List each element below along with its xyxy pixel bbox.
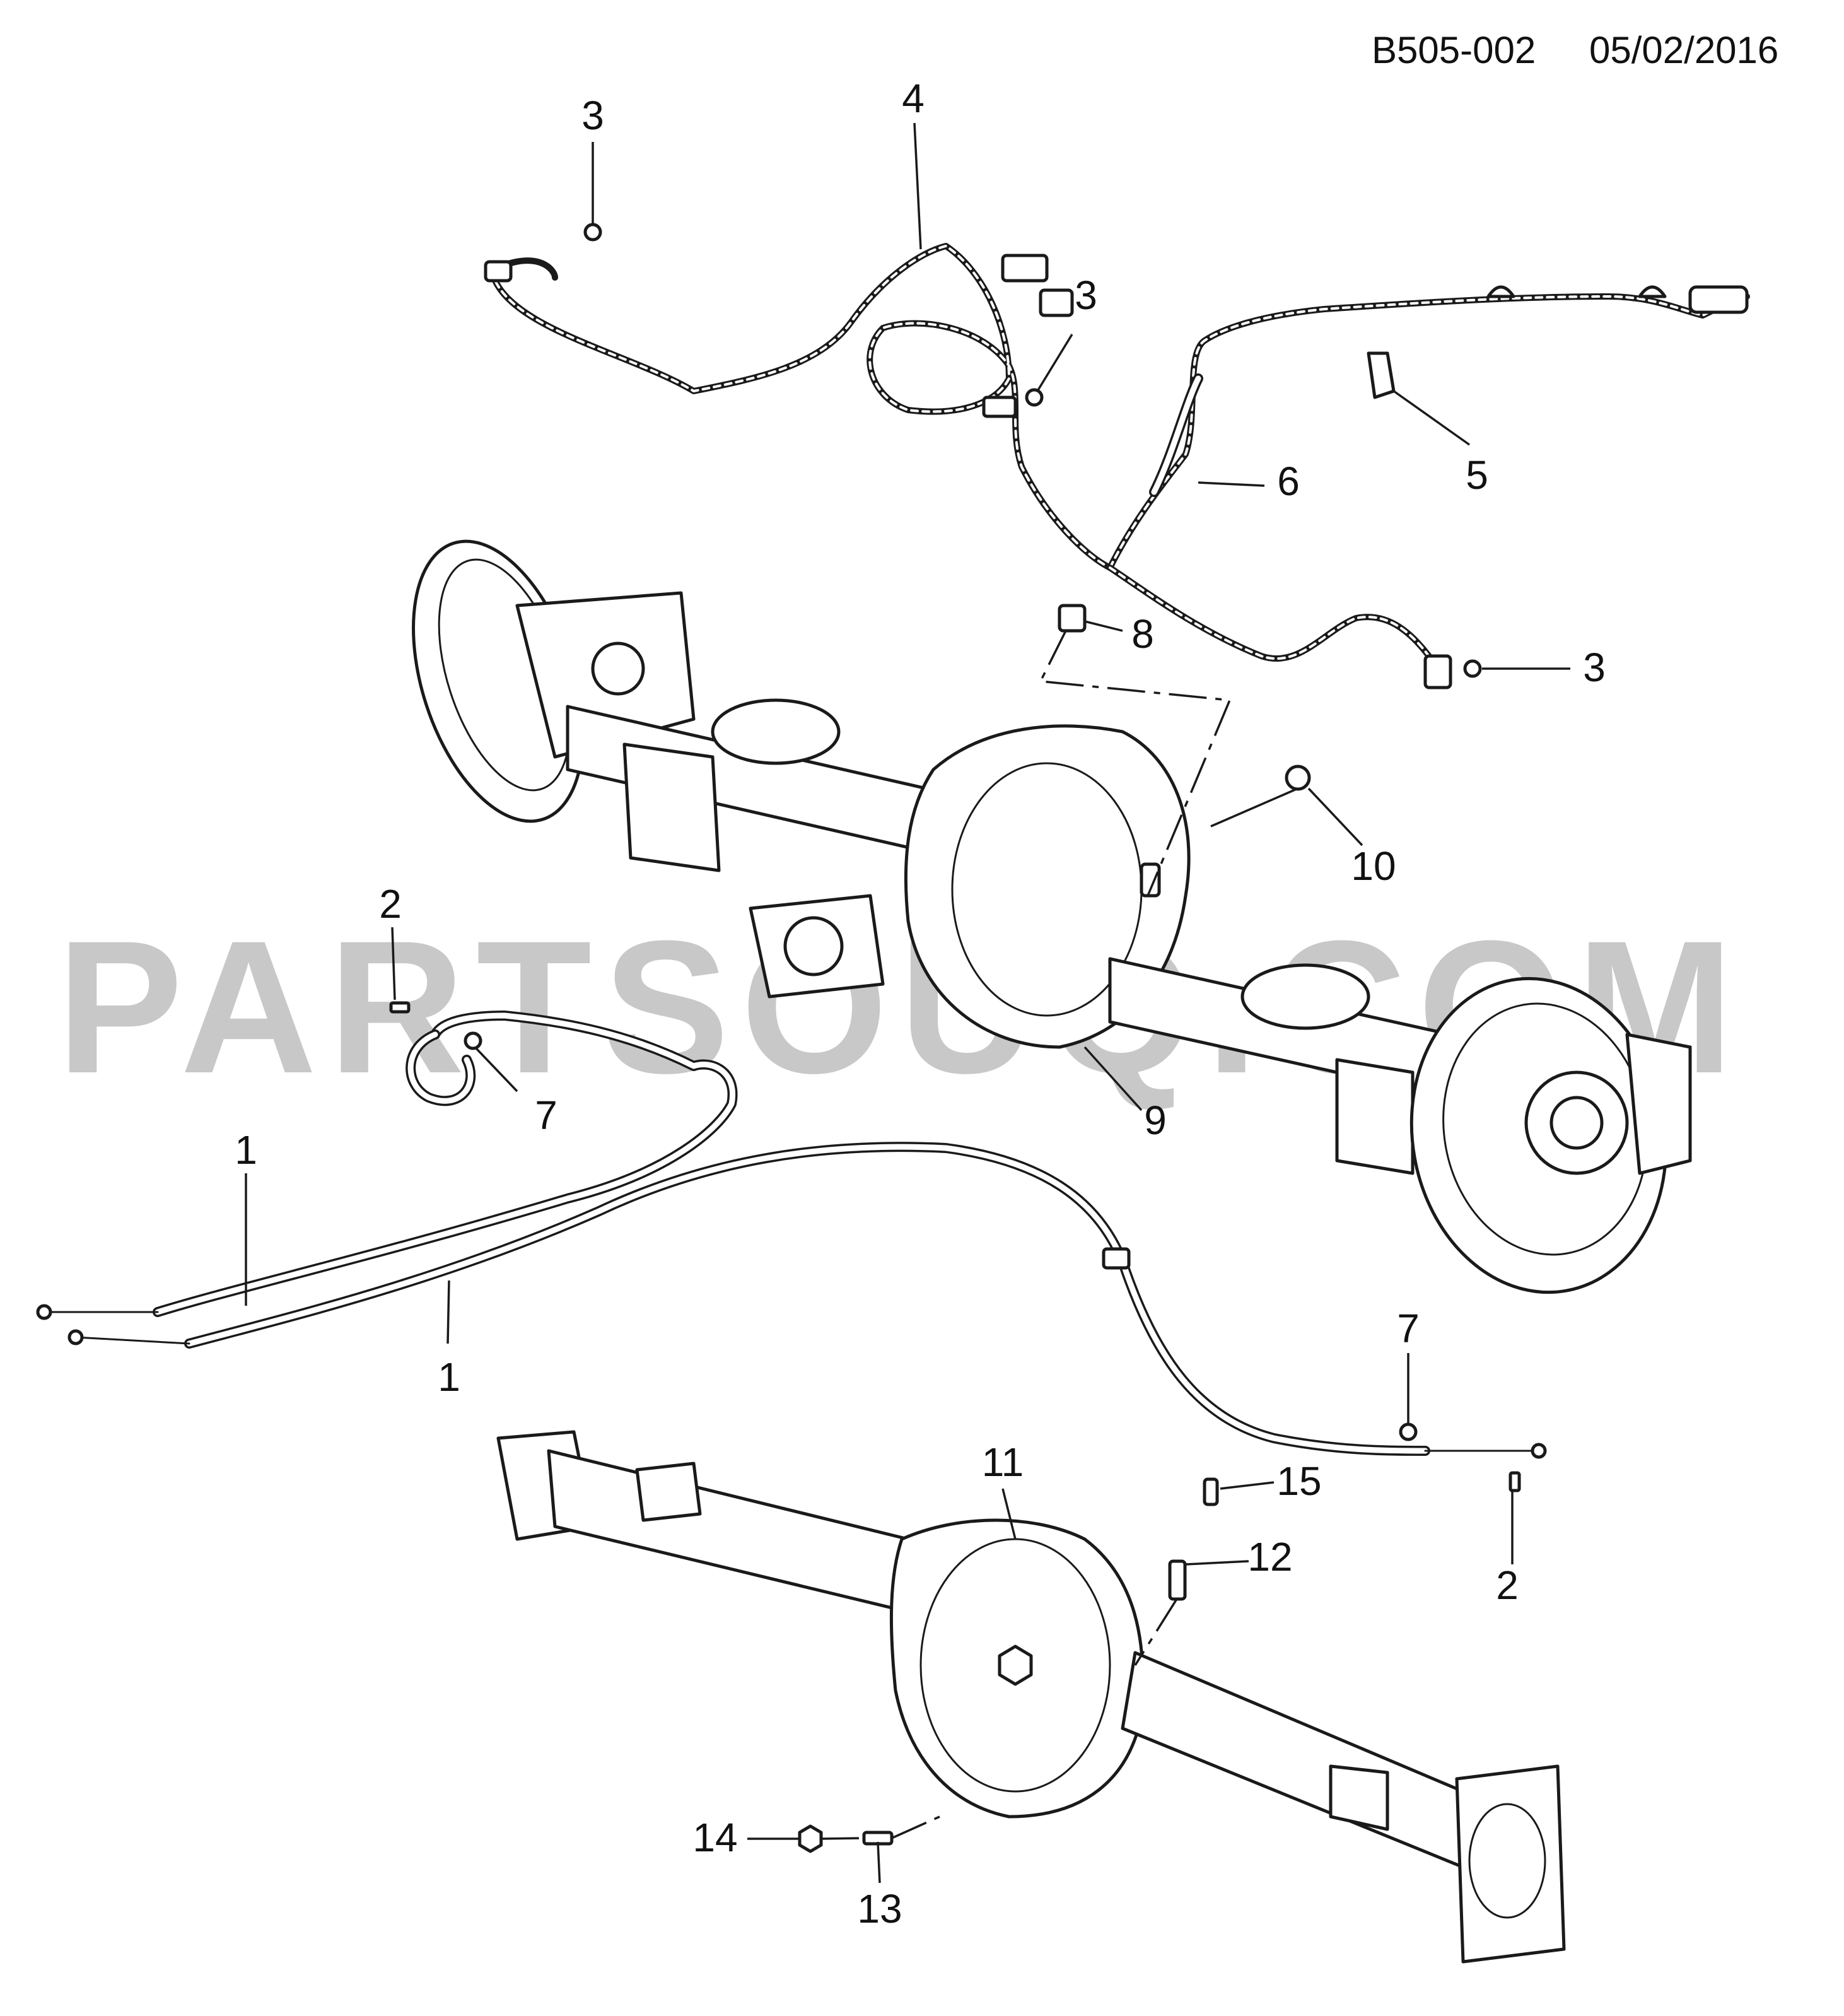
callout-11: 11 — [982, 1439, 1024, 1485]
callout-1-lower: 1 — [438, 1354, 460, 1400]
callout-3-top-left: 3 — [581, 93, 604, 138]
callout-3-harness: 3 — [1075, 273, 1097, 318]
diagram-code: B505-002 — [1372, 29, 1536, 71]
grommet-10 — [1285, 765, 1311, 791]
bolt-3c — [1463, 659, 1482, 678]
callout-2-right: 2 — [1496, 1562, 1519, 1608]
callout-3-right: 3 — [1583, 645, 1606, 690]
callout-1-upper: 1 — [235, 1127, 257, 1173]
leader-lines — [245, 122, 1570, 1884]
callout-13: 13 — [857, 1886, 902, 1931]
axle-housing-11 — [496, 1430, 1566, 1964]
bolt-2a — [389, 1001, 411, 1014]
nut-14 — [798, 1824, 823, 1853]
callout-7-right: 7 — [1397, 1306, 1420, 1351]
parking-brake-cable-1 — [36, 1011, 1547, 1459]
callout-5: 5 — [1466, 452, 1488, 498]
connector-8 — [1058, 604, 1087, 633]
callout-7-left: 7 — [535, 1093, 557, 1138]
wiring-harness-6 — [1107, 285, 1750, 689]
bolt-2b — [1508, 1471, 1521, 1492]
callout-10: 10 — [1351, 843, 1396, 889]
bolt-3b — [1025, 388, 1044, 407]
callout-8: 8 — [1131, 611, 1154, 657]
callout-6: 6 — [1277, 459, 1300, 504]
rear-axle-assembly-9 — [412, 539, 1692, 1294]
callout-14: 14 — [692, 1815, 737, 1860]
wiring-harness-4 — [484, 243, 1113, 571]
callout-15: 15 — [1276, 1458, 1321, 1504]
diagram-date: 05/02/2016 — [1589, 29, 1778, 71]
callout-12: 12 — [1247, 1534, 1292, 1579]
callout-9: 9 — [1144, 1098, 1167, 1143]
clip-7b — [1399, 1422, 1418, 1441]
bolt-3a — [583, 223, 602, 242]
bracket-5 — [1367, 351, 1396, 399]
pin-15 — [1203, 1477, 1219, 1506]
callout-2-left: 2 — [379, 881, 402, 927]
callout-4: 4 — [902, 76, 925, 121]
breather-12 — [1168, 1559, 1187, 1601]
clip-7a — [464, 1031, 482, 1050]
